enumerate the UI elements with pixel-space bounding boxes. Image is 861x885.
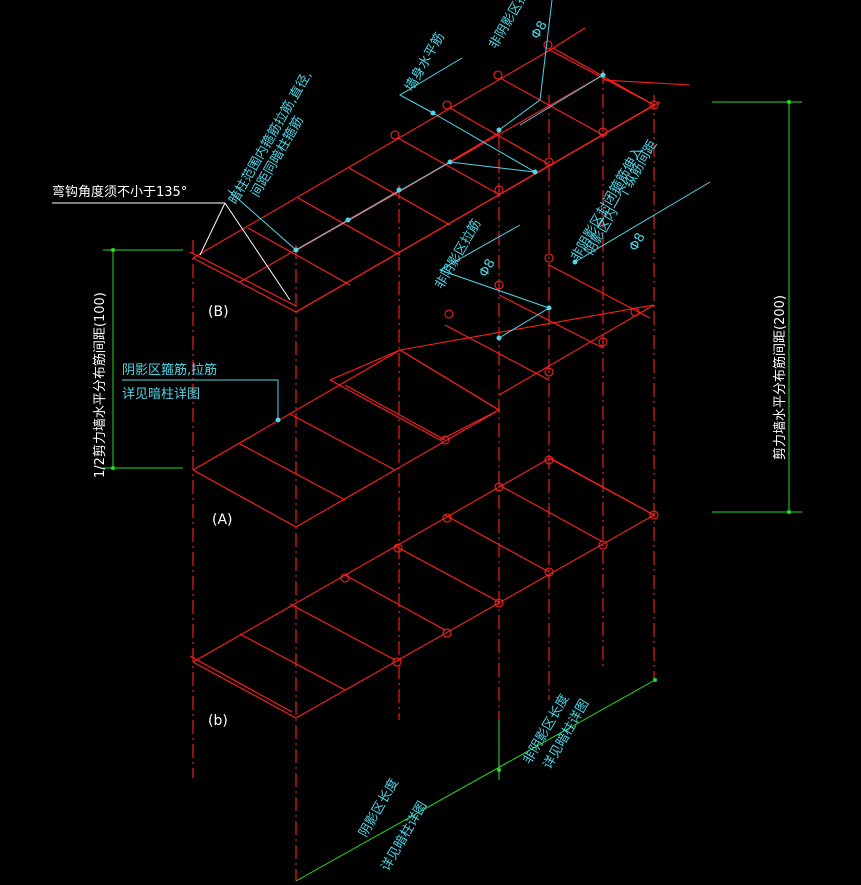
layer-b (189, 455, 659, 719)
column-range-label-1: 暗柱范围内箍筋拉筋,直径, (226, 68, 315, 207)
nonshadow-tie-mid-label: 非阴影区拉筋 (432, 216, 485, 292)
nonshadow-stirrup-label-2: 阴影区内一个纵筋间距 (582, 137, 661, 258)
full-spacing-label: 剪力墙水平分布筋间距(200) (772, 295, 788, 460)
leader-lines (122, 0, 711, 423)
layer-A (192, 253, 655, 528)
shadow-stirrup-label-2: 详见暗柱详图 (122, 387, 200, 402)
section-b-label: (b) (208, 713, 228, 729)
nonshadow-stirrup-dia: Φ8 (626, 230, 648, 254)
dimension-lines (103, 100, 802, 882)
section-A-label: (A) (212, 512, 233, 528)
section-B-label: (B) (208, 304, 229, 320)
hook-leader (52, 202, 291, 301)
shadow-length-label-1: 阴影区长度 (356, 776, 402, 840)
wall-horizontal-label: 墙身水平筋 (402, 30, 448, 94)
shadow-stirrup-label-1: 阴影区箍筋,拉筋 (122, 362, 217, 378)
nonshadow-tie-top-label: 非阴影区拉筋 (486, 0, 539, 52)
hook-angle-label: 弯钩角度须不小于135° (52, 184, 187, 200)
nonshadow-tie-mid-dia: Φ8 (476, 256, 498, 280)
half-spacing-label: 1/2剪力墙水平分布筋间距(100) (92, 292, 108, 478)
vertical-bars (192, 70, 655, 881)
